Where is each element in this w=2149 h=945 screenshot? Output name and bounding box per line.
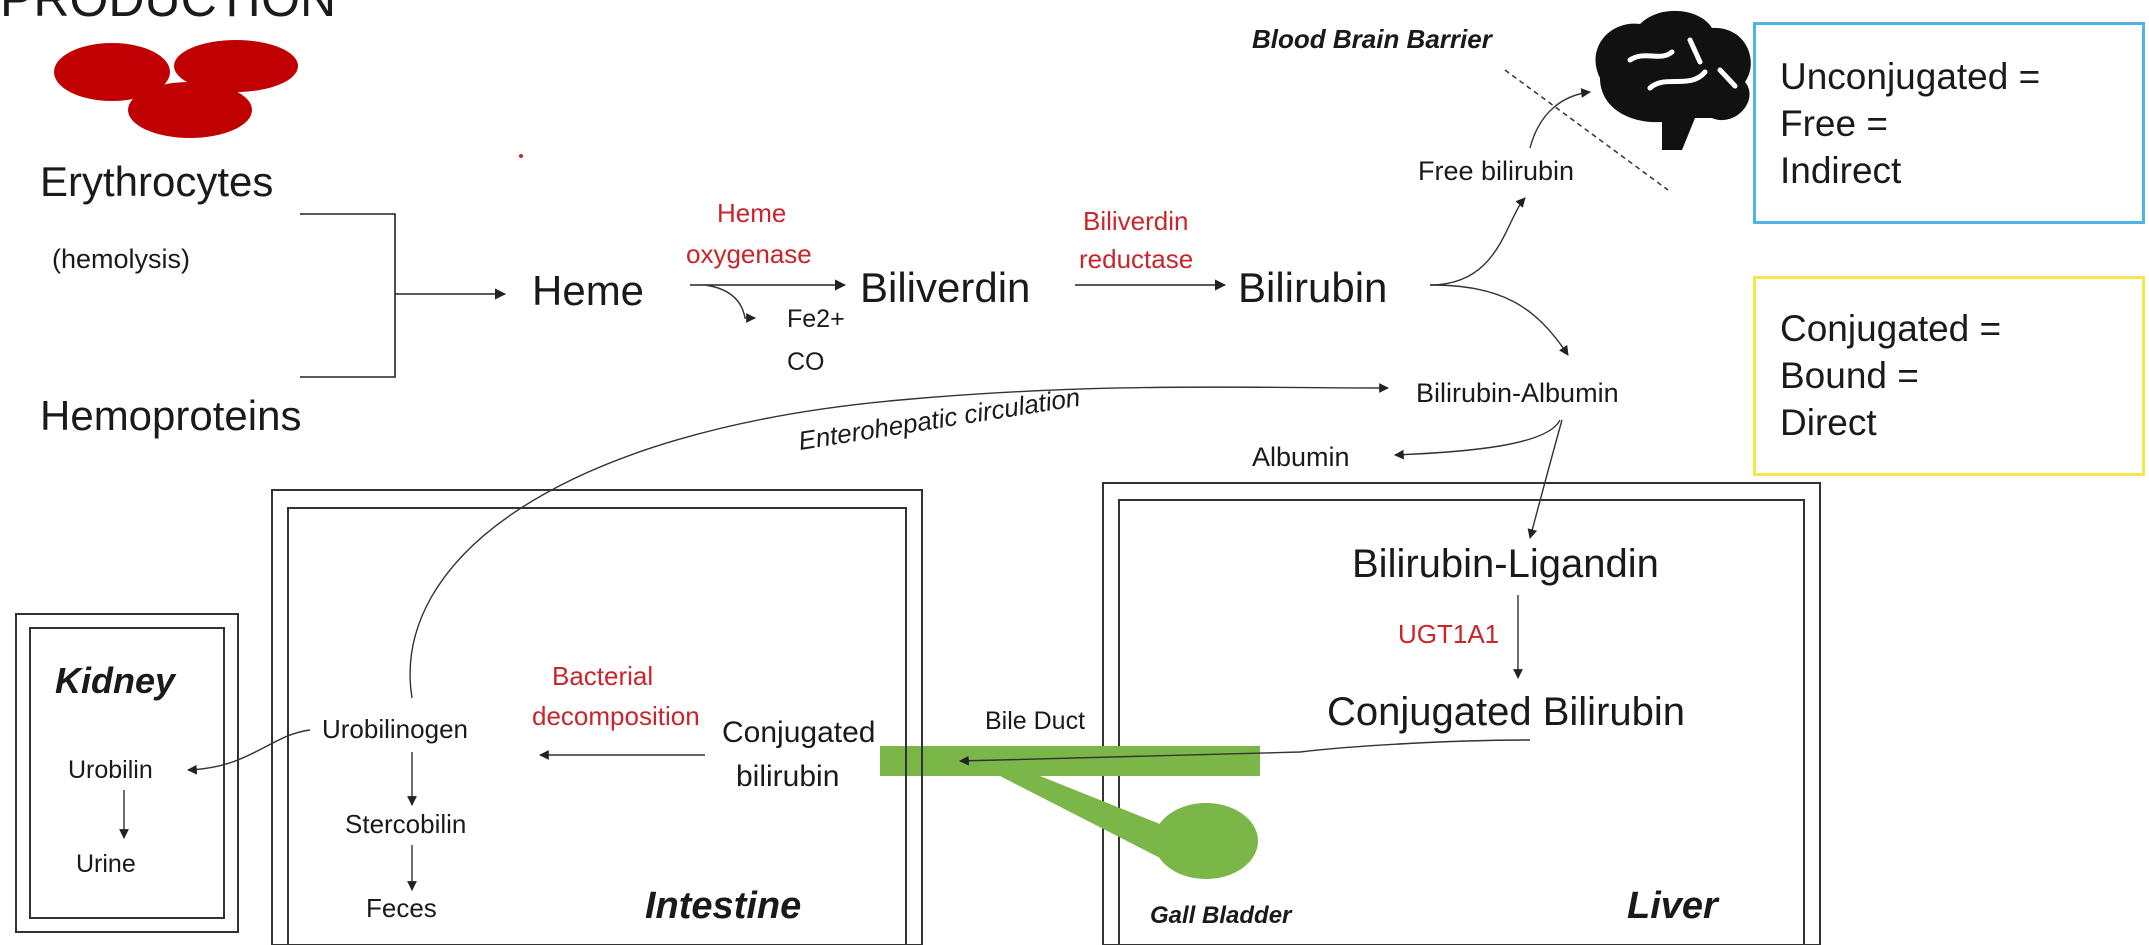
urine-label: Urine <box>76 850 136 878</box>
free-bilirubin-label: Free bilirubin <box>1418 156 1574 186</box>
albumin-label: Albumin <box>1252 442 1350 472</box>
biliverdin-label: Biliverdin <box>860 264 1030 311</box>
bilirubin-label: Bilirubin <box>1238 264 1387 311</box>
bacterial-line1: Bacterial <box>552 661 653 691</box>
enterohepatic-circulation-label: Enterohepatic circulation <box>796 382 1082 456</box>
heme-oxygenase-line1: Heme <box>717 198 786 228</box>
header-title: PRODUCTION <box>0 0 336 27</box>
byproduct-fe: Fe2+ <box>787 305 845 333</box>
unconjugated-line1: Unconjugated = <box>1780 53 2118 100</box>
conjugated-line1: Conjugated = <box>1780 305 2118 352</box>
stercobilin-label: Stercobilin <box>345 809 466 839</box>
arrow-bilirubin-to-free <box>1430 198 1525 285</box>
feces-label: Feces <box>366 893 437 923</box>
erythrocytes-label: Erythrocytes <box>40 158 273 205</box>
conjugated-legend-box: Conjugated = Bound = Direct <box>1753 276 2145 476</box>
arrow-to-albumin <box>1395 420 1560 455</box>
bile-duct-label: Bile Duct <box>985 707 1085 735</box>
arrow-bilirubin-to-albumin-complex <box>1430 285 1568 355</box>
stray-dot <box>519 154 523 158</box>
bilirubin-ligandin-label: Bilirubin-Ligandin <box>1352 542 1659 586</box>
intestine-conjugated-line1: Conjugated <box>722 716 875 749</box>
ugt1a1-label: UGT1A1 <box>1398 619 1499 649</box>
hemolysis-label: (hemolysis) <box>52 244 190 274</box>
biliverdin-reductase-line1: Biliverdin <box>1083 206 1189 236</box>
byproduct-co: CO <box>787 348 825 376</box>
conjugated-bilirubin-label: Conjugated Bilirubin <box>1327 690 1685 734</box>
conjugated-line2: Bound = <box>1780 352 2118 399</box>
arrow-urobilinogen-to-urobilin <box>188 730 310 770</box>
conjugated-line3: Direct <box>1780 399 2118 446</box>
bilirubin-albumin-label: Bilirubin-Albumin <box>1416 378 1619 408</box>
arrow-byproducts <box>705 285 755 318</box>
blood-brain-barrier-label: Blood Brain Barrier <box>1252 24 1494 54</box>
arrow-free-bilirubin-to-brain <box>1530 92 1590 148</box>
kidney-label: Kidney <box>55 660 177 701</box>
biliverdin-reductase-line2: reductase <box>1079 244 1193 274</box>
urobilinogen-label: Urobilinogen <box>322 714 468 744</box>
unconjugated-line3: Indirect <box>1780 147 2118 194</box>
source-bracket <box>300 214 395 377</box>
bacterial-line2: decomposition <box>532 701 700 731</box>
red-blood-cells-icon <box>54 40 298 138</box>
brain-icon <box>1596 11 1751 150</box>
heme-oxygenase-line2: oxygenase <box>686 239 812 269</box>
heme-label: Heme <box>532 267 644 314</box>
intestine-label: Intestine <box>645 885 801 927</box>
intestine-conjugated-line2: bilirubin <box>736 760 839 793</box>
gall-bladder-icon <box>1154 803 1258 879</box>
urobilin-label: Urobilin <box>68 756 153 784</box>
gall-bladder-label: Gall Bladder <box>1150 902 1293 929</box>
liver-label: Liver <box>1627 885 1720 927</box>
hemoproteins-label: Hemoproteins <box>40 392 301 439</box>
unconjugated-line2: Free = <box>1780 100 2118 147</box>
unconjugated-legend-box: Unconjugated = Free = Indirect <box>1753 22 2145 224</box>
